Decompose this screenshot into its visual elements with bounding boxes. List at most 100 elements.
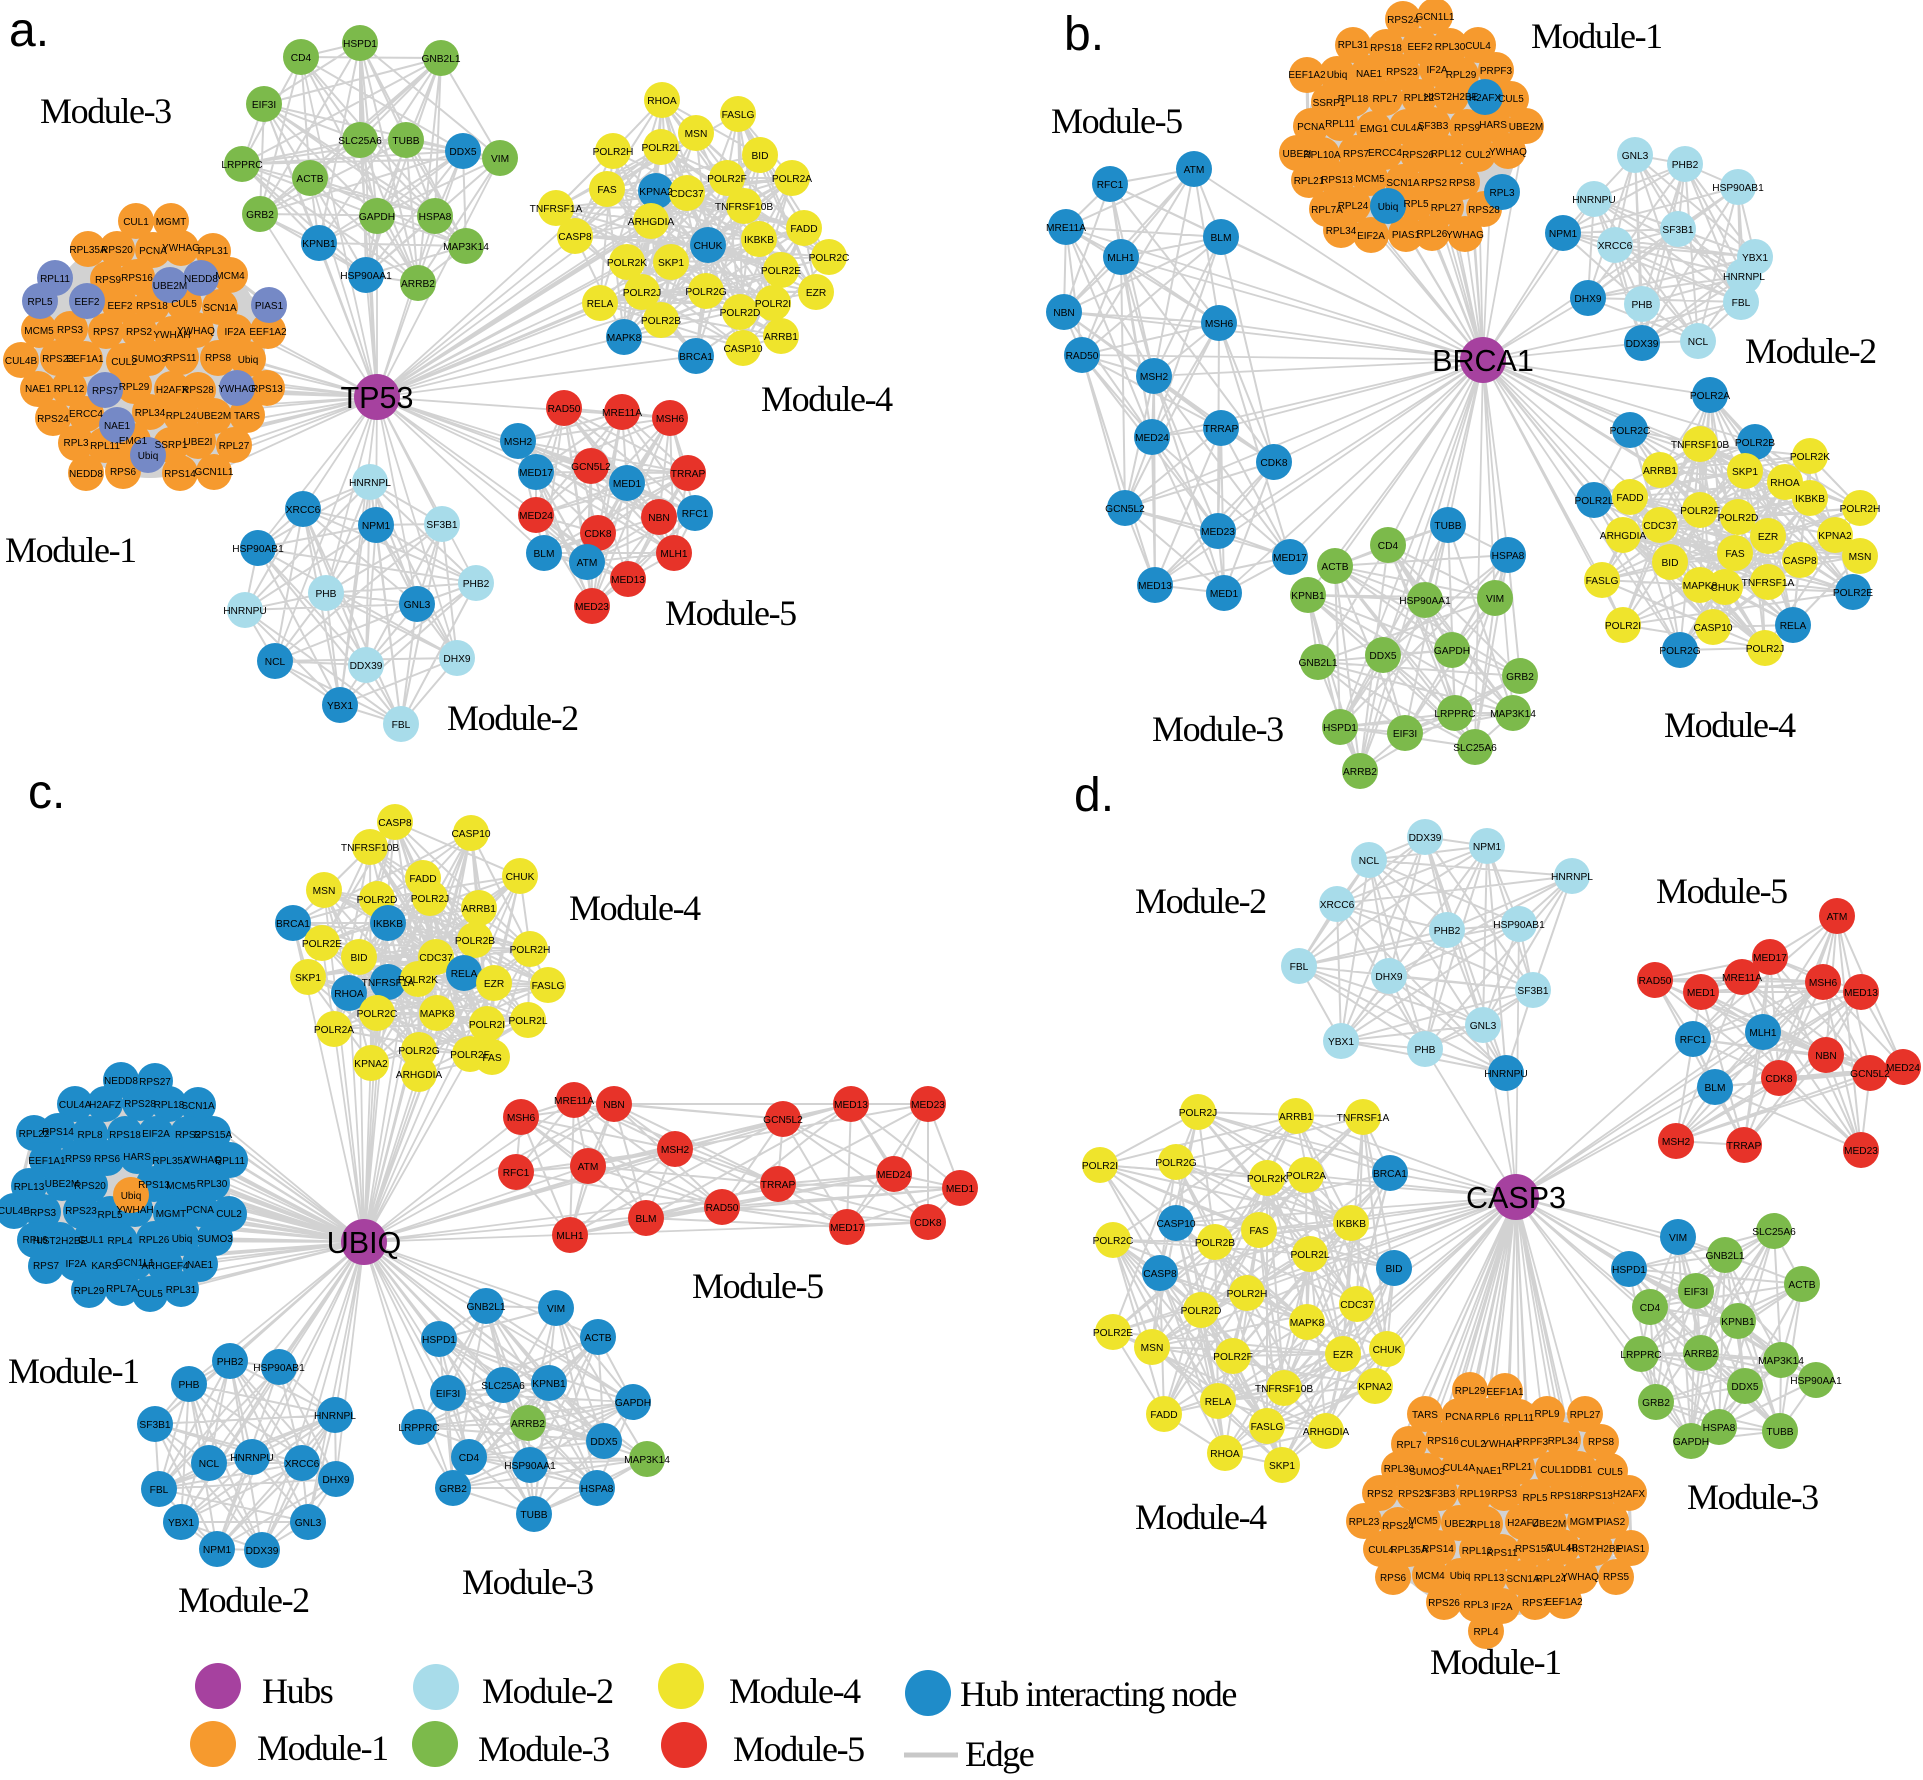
svg-text:PIAS1: PIAS1 xyxy=(255,301,284,312)
svg-text:H2AFX: H2AFX xyxy=(156,385,189,396)
svg-text:SCN1A: SCN1A xyxy=(1386,178,1420,189)
svg-text:POLR2K: POLR2K xyxy=(607,258,647,269)
svg-text:RPS26: RPS26 xyxy=(1428,1598,1460,1609)
svg-text:SF3B1: SF3B1 xyxy=(1662,225,1693,236)
svg-text:SKP1: SKP1 xyxy=(1269,1461,1295,1472)
svg-text:CUL4B: CUL4B xyxy=(5,356,38,367)
svg-text:ARRB1: ARRB1 xyxy=(764,332,798,343)
svg-text:EEF1A1: EEF1A1 xyxy=(66,354,104,365)
svg-text:ARRB1: ARRB1 xyxy=(1279,1112,1313,1123)
svg-text:POLR2G: POLR2G xyxy=(1155,1158,1196,1169)
svg-text:Module-5: Module-5 xyxy=(692,1266,823,1306)
svg-text:MED13: MED13 xyxy=(834,1100,868,1111)
svg-text:NAE1: NAE1 xyxy=(187,1260,214,1271)
svg-text:Module-4: Module-4 xyxy=(761,379,893,419)
svg-text:Ubiq: Ubiq xyxy=(172,1234,193,1245)
svg-text:XRCC6: XRCC6 xyxy=(1598,241,1633,252)
svg-text:RPL4: RPL4 xyxy=(107,1236,132,1247)
svg-text:SKP1: SKP1 xyxy=(295,973,321,984)
svg-text:BID: BID xyxy=(351,953,368,964)
svg-text:RPS8: RPS8 xyxy=(205,353,232,364)
svg-text:RELA: RELA xyxy=(1780,621,1807,632)
svg-text:TRRAP: TRRAP xyxy=(671,469,706,480)
svg-text:CUL5: CUL5 xyxy=(1498,94,1524,105)
svg-text:RELA: RELA xyxy=(587,299,614,310)
svg-text:SLC25A6: SLC25A6 xyxy=(1752,1227,1796,1238)
svg-text:MED17: MED17 xyxy=(1273,553,1307,564)
svg-text:CASP3: CASP3 xyxy=(1466,1181,1566,1215)
svg-text:RPS7: RPS7 xyxy=(93,327,120,338)
svg-text:SF3B3: SF3B3 xyxy=(1425,1489,1456,1500)
svg-text:BLM: BLM xyxy=(1211,233,1232,244)
svg-text:NCL: NCL xyxy=(1688,337,1709,348)
svg-text:HIST2H2BE: HIST2H2BE xyxy=(1424,92,1479,103)
svg-text:PHB: PHB xyxy=(316,589,337,600)
svg-text:MCM4: MCM4 xyxy=(215,271,245,282)
svg-text:EIF3I: EIF3I xyxy=(1684,1287,1708,1298)
svg-text:SLC25A6: SLC25A6 xyxy=(481,1381,525,1392)
svg-text:PHB: PHB xyxy=(1632,300,1653,311)
svg-text:RPS15A: RPS15A xyxy=(194,1130,233,1141)
svg-text:KPNA2: KPNA2 xyxy=(1818,531,1852,542)
svg-text:IF2A: IF2A xyxy=(65,1259,86,1270)
svg-text:POLR2D: POLR2D xyxy=(1181,1306,1222,1317)
svg-text:TNFRSF10B: TNFRSF10B xyxy=(715,202,774,213)
svg-text:KPNB1: KPNB1 xyxy=(302,239,336,250)
svg-text:FASLG: FASLG xyxy=(532,981,565,992)
svg-text:NCL: NCL xyxy=(1359,856,1380,867)
svg-text:TUBB: TUBB xyxy=(1434,521,1461,532)
svg-text:TARS: TARS xyxy=(234,411,260,422)
svg-text:MED1: MED1 xyxy=(1687,988,1716,999)
svg-text:TNFRSF10B: TNFRSF10B xyxy=(341,843,400,854)
svg-text:NEDD8: NEDD8 xyxy=(184,274,218,285)
svg-text:CASP8: CASP8 xyxy=(1143,1269,1177,1280)
svg-text:CUL1: CUL1 xyxy=(123,217,149,228)
svg-text:HSP90AA1: HSP90AA1 xyxy=(340,271,392,282)
svg-text:MGMT: MGMT xyxy=(156,1209,187,1220)
svg-text:RPS3: RPS3 xyxy=(1491,1489,1518,1500)
svg-text:GNB2L1: GNB2L1 xyxy=(421,54,460,65)
svg-text:TUBB: TUBB xyxy=(520,1510,547,1521)
svg-text:SF3B1: SF3B1 xyxy=(426,520,457,531)
svg-text:MED13: MED13 xyxy=(611,575,645,586)
svg-text:POLR2D: POLR2D xyxy=(720,308,761,319)
svg-text:PHB2: PHB2 xyxy=(1672,160,1699,171)
svg-text:CHUK: CHUK xyxy=(506,872,535,883)
svg-text:DDX5: DDX5 xyxy=(449,147,477,158)
svg-text:DDX39: DDX39 xyxy=(1409,833,1442,844)
svg-text:PIAS1: PIAS1 xyxy=(1392,230,1421,241)
svg-text:MAPK8: MAPK8 xyxy=(420,1009,455,1020)
svg-text:IKBKB: IKBKB xyxy=(744,235,774,246)
svg-text:DDX5: DDX5 xyxy=(590,1437,618,1448)
svg-text:Module-1: Module-1 xyxy=(8,1351,139,1391)
svg-text:HNRNPU: HNRNPU xyxy=(230,1453,274,1464)
svg-text:YWHAQ: YWHAQ xyxy=(184,1155,222,1166)
svg-text:GRB2: GRB2 xyxy=(1506,672,1534,683)
svg-text:POLR2E: POLR2E xyxy=(1093,1328,1133,1339)
svg-text:GCN5L2: GCN5L2 xyxy=(1850,1069,1890,1080)
svg-text:MED23: MED23 xyxy=(1844,1146,1878,1157)
svg-text:NPM1: NPM1 xyxy=(203,1545,232,1556)
svg-text:RPL26: RPL26 xyxy=(139,1235,170,1246)
svg-text:RPS28: RPS28 xyxy=(182,385,214,396)
svg-text:POLR2E: POLR2E xyxy=(302,939,342,950)
svg-text:ARHGEF4: ARHGEF4 xyxy=(141,1261,189,1272)
svg-text:KARS: KARS xyxy=(91,1261,119,1272)
svg-text:RPL10A: RPL10A xyxy=(1303,150,1341,161)
svg-text:ARRB1: ARRB1 xyxy=(462,904,496,915)
svg-text:POLR2I: POLR2I xyxy=(755,299,791,310)
svg-text:DHX9: DHX9 xyxy=(1375,972,1403,983)
svg-text:RPL31: RPL31 xyxy=(1338,40,1369,51)
svg-text:RPS7: RPS7 xyxy=(1522,1598,1549,1609)
svg-text:MED13: MED13 xyxy=(1844,988,1878,999)
svg-text:FADD: FADD xyxy=(1150,1410,1177,1421)
svg-text:BRCA1: BRCA1 xyxy=(276,919,310,930)
svg-text:RPL27: RPL27 xyxy=(219,441,250,452)
svg-text:RFC1: RFC1 xyxy=(1097,180,1124,191)
svg-text:POLR2B: POLR2B xyxy=(1195,1238,1235,1249)
svg-text:Module-5: Module-5 xyxy=(665,593,796,633)
svg-text:RPL21: RPL21 xyxy=(1294,176,1325,187)
svg-text:RAD50: RAD50 xyxy=(1066,351,1099,362)
svg-text:RPL27: RPL27 xyxy=(1570,1410,1601,1421)
svg-text:MSH2: MSH2 xyxy=(661,1145,690,1156)
